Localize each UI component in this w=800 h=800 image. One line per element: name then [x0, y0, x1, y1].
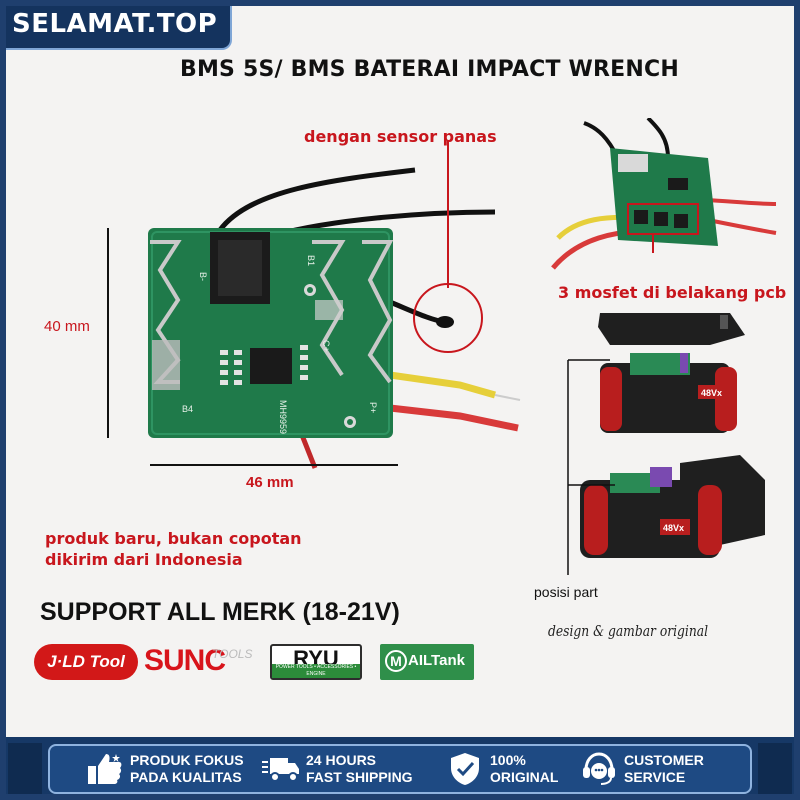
headset-icon [583, 752, 615, 785]
feature-shipping-line2: FAST SHIPPING [306, 769, 413, 785]
sunc-logo-subtext: TOOLS [212, 647, 253, 661]
dimension-lines [107, 228, 398, 466]
feature-quality-line1: PRODUK FOKUS [130, 752, 244, 768]
footer-cap-right [758, 743, 792, 794]
mailtank-logo: M AILTank [380, 644, 474, 680]
silk-b4: B4 [182, 404, 193, 414]
jld-tool-logo: J·LD Tool [34, 644, 138, 680]
sensor-label: dengan sensor panas [304, 127, 497, 146]
battery-label-top: 48Vx [701, 388, 722, 398]
feature-footer: PRODUK FOKUS PADA KUALITAS 24 HOURS FAST… [0, 737, 800, 800]
pcb-back-photo [551, 118, 777, 270]
promo-line-new: produk baru, bukan copotan [45, 529, 302, 548]
mailtank-logo-text: AILTank [408, 652, 465, 669]
feature-original-line1: 100% [490, 752, 526, 768]
support-heading: SUPPORT ALL MERK (18-21V) [40, 598, 400, 626]
width-dimension: 46 mm [246, 474, 294, 491]
ryu-logo-subtext: POWER TOOLS • ACCESSORIES • ENGINE [272, 664, 360, 678]
height-dimension: 40 mm [44, 318, 90, 335]
sensor-callout [413, 140, 483, 353]
feature-service-line1: CUSTOMER [624, 752, 704, 768]
truck-icon [262, 758, 299, 782]
feature-original-line2: ORIGINAL [490, 769, 559, 785]
promo-text: produk baru, bukan copotan dikirim dari … [45, 528, 302, 570]
position-label: posisi part [534, 584, 598, 600]
silk-model: MH9959 [278, 400, 288, 434]
battery-pack-photo: 48Vx 48Vx [580, 313, 765, 558]
bms-pcb-photo: B- B1 B4 C+ P+ MH9959 [148, 167, 521, 469]
mosfet-label: 3 mosfet di belakang pcb [558, 283, 787, 302]
feature-shipping-line1: 24 HOURS [306, 752, 377, 768]
mailtank-logo-m: M [385, 650, 407, 672]
silk-c-plus: C+ [321, 340, 331, 352]
silk-b1: B1 [306, 255, 316, 266]
silk-b-minus: B- [198, 272, 208, 281]
product-title: BMS 5S/ BMS BATERAI IMPACT WRENCH [180, 57, 679, 82]
sunc-tools-logo: SUNC TOOLS [144, 644, 264, 680]
feature-service-line2: SERVICE [624, 769, 686, 785]
footer-cap-left [8, 743, 42, 794]
brand-tab: SELAMAT.TOP [0, 0, 232, 50]
feature-bar [48, 744, 752, 794]
feature-quality-line2: PADA KUALITAS [130, 769, 242, 785]
brand-name: SELAMAT.TOP [12, 9, 218, 39]
battery-label-bottom: 48Vx [663, 523, 684, 533]
sunc-logo-text: SUNC [144, 644, 226, 677]
design-signature: design & gambar original [548, 622, 709, 640]
promo-line-shipped: dikirim dari Indonesia [45, 550, 243, 569]
ryu-logo: RYU POWER TOOLS • ACCESSORIES • ENGINE [270, 644, 362, 680]
thumbs-up-icon [88, 754, 122, 784]
position-pointer-lines [567, 359, 615, 575]
shield-check-icon [451, 753, 479, 785]
silk-p-plus: P+ [368, 402, 378, 413]
